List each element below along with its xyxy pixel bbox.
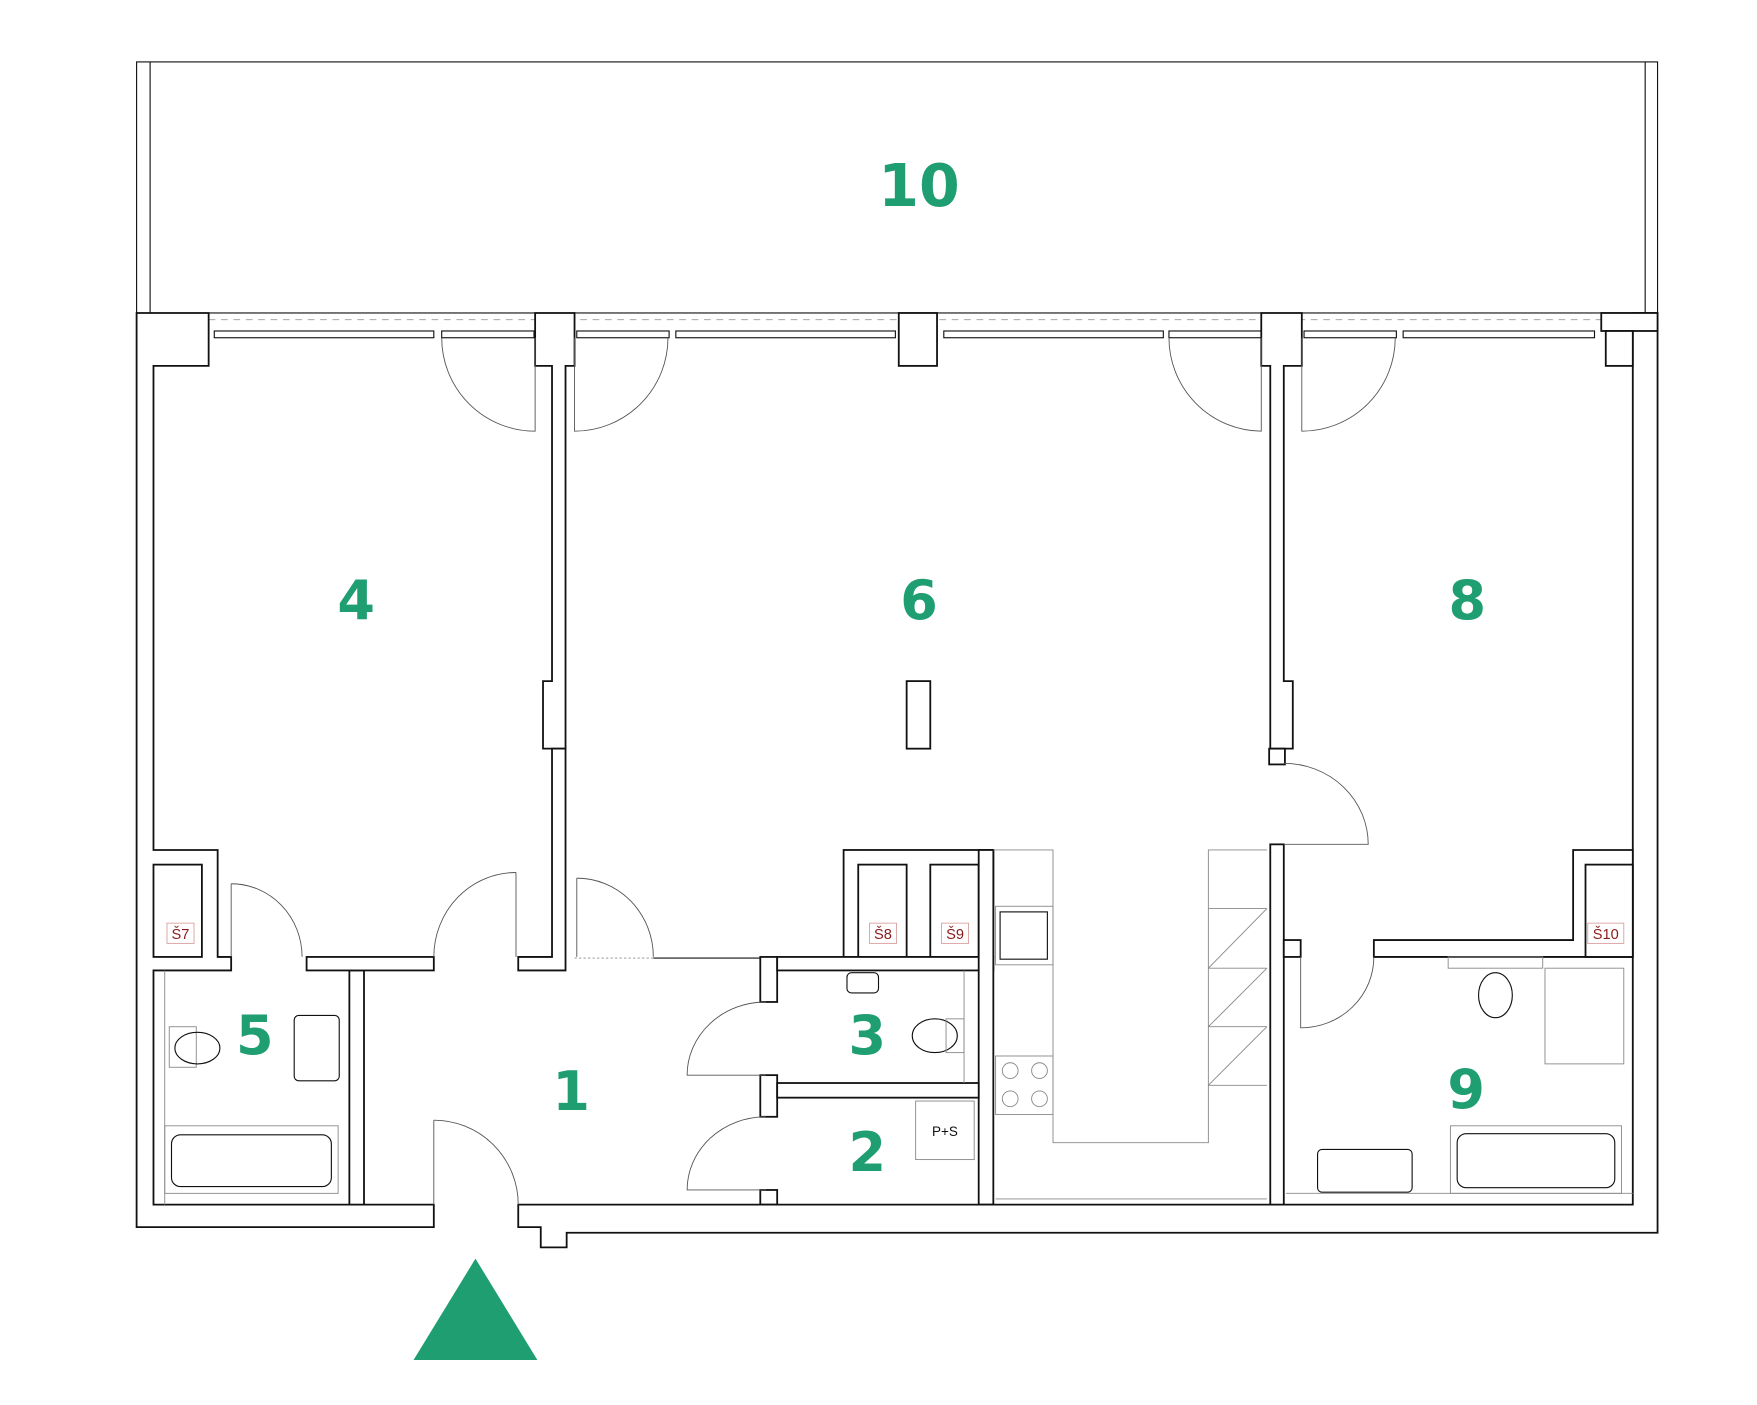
bathroom-fixtures xyxy=(164,956,1633,1205)
shaft-label-s8: Š8 xyxy=(869,922,897,944)
door-swings xyxy=(230,337,1396,1205)
shaft-label-s9: Š9 xyxy=(941,922,970,944)
room-label-3: 3 xyxy=(848,1004,886,1067)
room-label-8: 8 xyxy=(1448,569,1486,632)
room-label-6: 6 xyxy=(900,569,938,632)
room-label-10: 10 xyxy=(878,152,959,220)
entrance-marker-triangle xyxy=(413,1258,538,1360)
shaft-s8-text: Š8 xyxy=(874,926,892,943)
walls xyxy=(135,312,1659,1249)
shaft-s7-text: Š7 xyxy=(172,926,190,943)
shaft-s9-text: Š9 xyxy=(946,926,964,943)
shaft-label-s7: Š7 xyxy=(166,922,195,944)
room-label-1: 1 xyxy=(552,1060,590,1123)
balcony xyxy=(136,61,1659,314)
room-label-5: 5 xyxy=(236,1004,274,1067)
utility-label: P+S xyxy=(932,1124,958,1139)
room-label-2: 2 xyxy=(848,1121,886,1184)
room-label-4: 4 xyxy=(337,569,375,632)
room-label-9: 9 xyxy=(1447,1058,1485,1121)
kitchen-counter xyxy=(993,849,1268,1200)
shaft-label-s10: Š10 xyxy=(1587,922,1625,944)
shaft-s10-text: Š10 xyxy=(1593,926,1619,943)
